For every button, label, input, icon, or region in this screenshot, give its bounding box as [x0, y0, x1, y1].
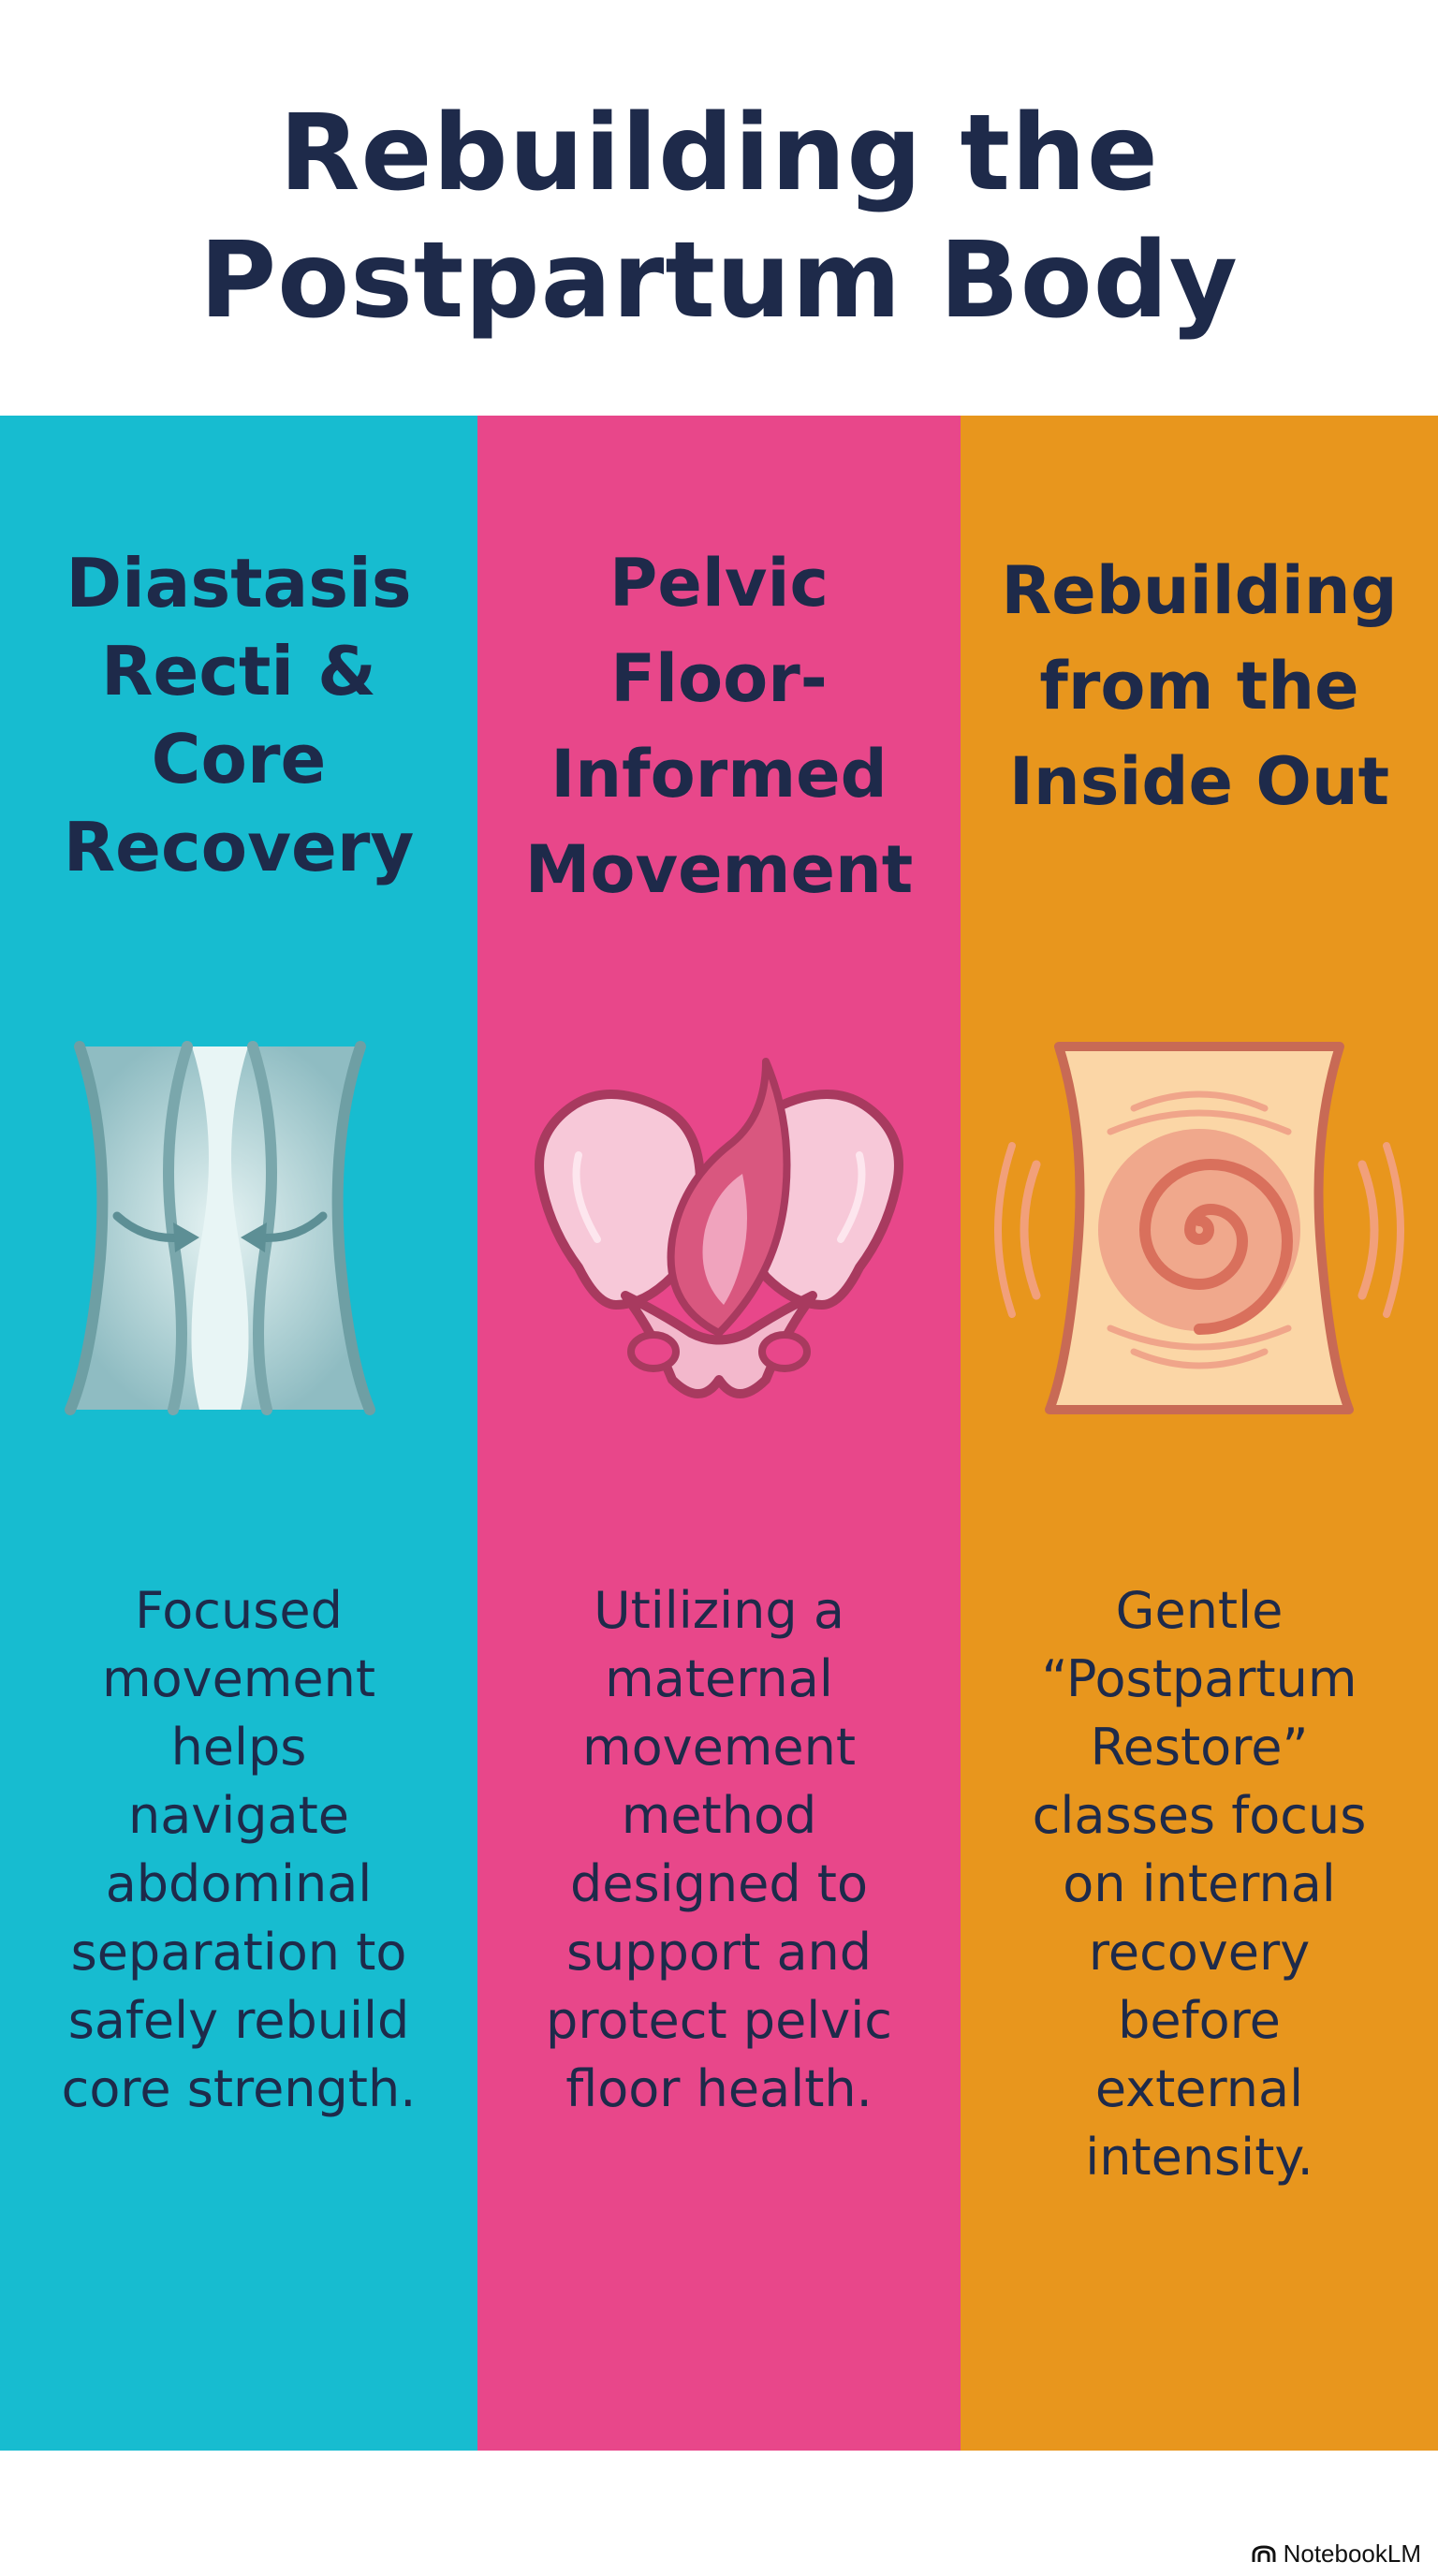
description-line: recovery	[1088, 1923, 1311, 1982]
abdominal-separation-icon	[0, 1024, 477, 1436]
column-diastasis: Diastasis Recti & Core Recovery	[0, 416, 477, 2451]
description-line: external	[1094, 2059, 1304, 2118]
description-line: safely rebuild	[67, 1991, 410, 2050]
description-line: abdominal	[105, 1854, 373, 1913]
heading-line: Recovery	[63, 808, 415, 886]
description-line: maternal	[605, 1649, 833, 1708]
column-heading: Rebuilding from the Inside Out	[979, 543, 1419, 829]
heading-line: Diastasis	[66, 544, 412, 622]
page-title: Rebuilding the Postpartum Body	[0, 90, 1438, 344]
column-pelvic-floor: Pelvic Floor- Informed Movement	[477, 416, 961, 2451]
footer-brand: NotebookLM	[1252, 2539, 1421, 2569]
heading-line: from the	[1039, 648, 1359, 724]
heading-line: Movement	[524, 831, 914, 908]
description-line: Restore”	[1090, 1718, 1309, 1777]
description-line: designed to	[569, 1854, 868, 1913]
notebooklm-logo-icon	[1252, 2544, 1276, 2564]
description-line: on internal	[1063, 1854, 1336, 1913]
description-line: Utilizing a	[594, 1581, 844, 1640]
heading-line: Core	[151, 720, 327, 798]
column-description: Utilizing a maternal movement method des…	[500, 1576, 938, 2123]
description-line: “Postpartum	[1041, 1649, 1357, 1708]
description-line: Focused	[135, 1581, 343, 1640]
description-line: Gentle	[1115, 1581, 1284, 1640]
columns: Diastasis Recti & Core Recovery	[0, 416, 1438, 2451]
description-line: movement	[101, 1649, 376, 1708]
heading-line: Recti &	[101, 632, 376, 710]
column-description: Gentle “Postpartum Restore” classes focu…	[983, 1576, 1416, 2191]
description-line: before	[1118, 1991, 1281, 2050]
column-heading: Pelvic Floor- Informed Movement	[496, 535, 942, 917]
description-line: separation to	[70, 1923, 407, 1982]
heading-line: Floor-	[610, 640, 828, 717]
description-line: floor health.	[565, 2059, 873, 2118]
pelvis-icon	[477, 1024, 961, 1436]
column-heading: Diastasis Recti & Core Recovery	[19, 539, 459, 891]
description-line: intensity.	[1085, 2128, 1313, 2187]
core-spiral-icon	[961, 1024, 1438, 1436]
description-line: protect pelvic	[546, 1991, 892, 2050]
title-line-2: Postpartum Body	[199, 220, 1239, 342]
description-line: classes focus	[1032, 1786, 1367, 1845]
description-line: support and	[565, 1923, 873, 1982]
description-line: navigate	[127, 1786, 350, 1845]
description-line: helps	[170, 1718, 307, 1777]
brand-name: NotebookLM	[1283, 2539, 1421, 2568]
description-line: method	[621, 1786, 817, 1845]
title-line-1: Rebuilding the	[279, 93, 1159, 214]
column-description: Focused movement helps navigate abdomina…	[22, 1576, 455, 2123]
heading-line: Pelvic	[609, 545, 829, 622]
heading-line: Inside Out	[1008, 743, 1390, 820]
heading-line: Informed	[550, 736, 888, 812]
heading-line: Rebuilding	[1001, 552, 1398, 629]
description-line: core strength.	[61, 2059, 417, 2118]
description-line: movement	[581, 1718, 857, 1777]
column-inside-out: Rebuilding from the Inside Out	[961, 416, 1438, 2451]
